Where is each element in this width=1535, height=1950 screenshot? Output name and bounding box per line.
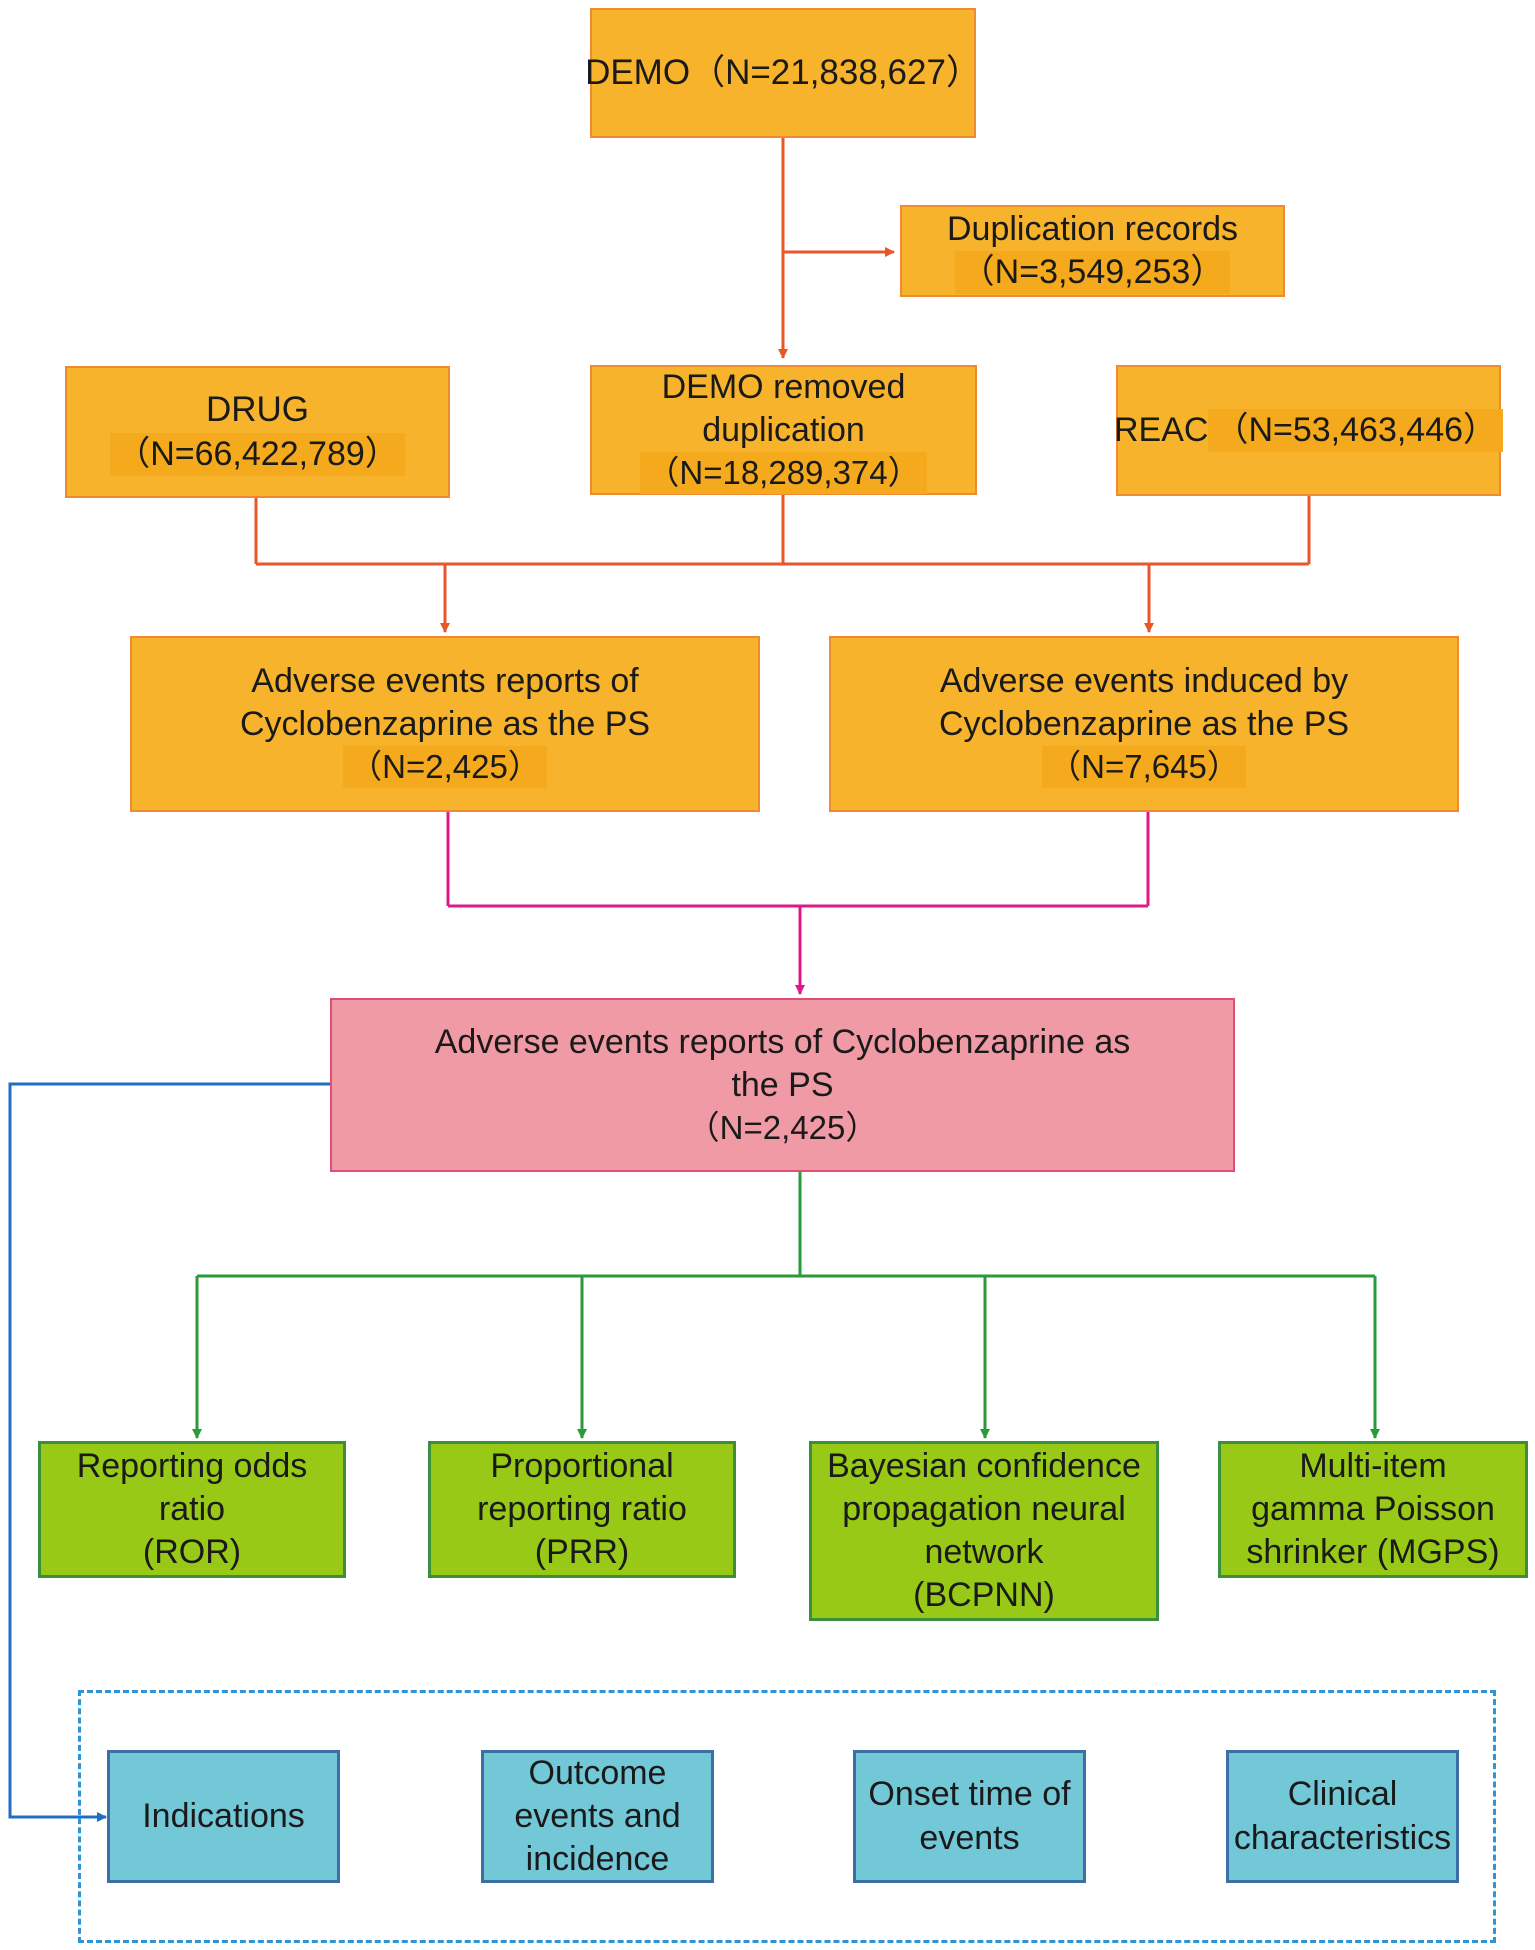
demo-box: DEMO （N=21,838,627）	[585, 8, 981, 138]
method-ror-line3: (ROR)	[142, 1533, 242, 1572]
analysis-group	[78, 1690, 1496, 1943]
demo-removed-count: （N=18,289,374）	[640, 452, 927, 495]
method-ror-box: Reporting odds ratio (ROR)	[38, 1441, 346, 1578]
demo-label: DEMO	[585, 52, 691, 92]
ae-reports-box: Adverse events reports of Cyclobenzaprin…	[130, 636, 760, 812]
reac-box: REAC （N=53,463,446）	[1113, 365, 1504, 496]
drug-count: （N=66,422,789）	[110, 432, 405, 476]
method-prr-line3: (PRR)	[534, 1533, 630, 1572]
combined-line2: the PS	[731, 1066, 834, 1105]
analysis-indications-box: Indications	[107, 1750, 340, 1883]
method-bcpnn-line2: propagation neural	[842, 1489, 1126, 1528]
drug-label: DRUG	[205, 390, 310, 430]
analysis-clinical-line1: Clinical	[1287, 1775, 1398, 1814]
magenta-connectors	[446, 810, 1150, 995]
drug-box: DRUG （N=66,422,789）	[65, 366, 450, 498]
analysis-clinical-line2: characteristics	[1233, 1818, 1452, 1857]
combined-line1: Adverse events reports of Cyclobenzaprin…	[434, 1022, 1131, 1061]
method-bcpnn-line4: (BCPNN)	[913, 1576, 1055, 1615]
ae-reports-count: （N=2,425）	[343, 746, 547, 789]
ae-induced-line2: Cyclobenzaprine as the PS	[938, 705, 1350, 744]
demo-removed-line2: duplication	[702, 411, 865, 450]
method-prr-line1: Proportional	[490, 1446, 674, 1485]
green-connectors	[192, 1172, 1380, 1439]
reac-label: REAC	[1113, 410, 1209, 449]
method-bcpnn-line3: network	[924, 1533, 1044, 1571]
analysis-onset-line1: Onset time of	[868, 1775, 1071, 1814]
analysis-onset-box: Onset time of events	[853, 1750, 1086, 1883]
ae-induced-line1: Adverse events induced by	[939, 661, 1349, 700]
method-mgps-box: Multi-item gamma Poisson shrinker (MGPS)	[1218, 1441, 1528, 1578]
method-ror-line2: ratio	[158, 1489, 226, 1528]
analysis-outcome-line3: incidence	[525, 1840, 670, 1879]
reac-count: （N=53,463,446）	[1208, 408, 1504, 453]
analysis-clinical-box: Clinical characteristics	[1226, 1750, 1459, 1883]
combined-count: （N=2,425）	[686, 1109, 879, 1147]
method-ror-line1: Reporting odds	[76, 1446, 308, 1485]
demo-removed-box: DEMO removed duplication （N=18,289,374）	[590, 365, 977, 495]
analysis-indications-line1: Indications	[142, 1796, 305, 1835]
analysis-onset-line2: events	[919, 1818, 1020, 1857]
analysis-outcome-line1: Outcome	[528, 1753, 667, 1792]
ae-reports-line1: Adverse events reports of	[251, 661, 639, 700]
method-mgps-line2: gamma Poisson	[1251, 1489, 1495, 1528]
duplicates-count: （N=3,549,253）	[954, 251, 1231, 295]
duplicates-box: Duplication records （N=3,549,253）	[900, 205, 1285, 297]
demo-removed-line1: DEMO removed	[661, 367, 906, 406]
method-prr-box: Proportional reporting ratio (PRR)	[428, 1441, 736, 1578]
demo-count: （N=21,838,627）	[690, 52, 981, 92]
method-prr-line2: reporting ratio	[477, 1489, 687, 1528]
ae-induced-count: （N=7,645）	[1042, 746, 1246, 789]
method-bcpnn-box: Bayesian confidence propagation neural n…	[809, 1441, 1159, 1621]
method-bcpnn-line1: Bayesian confidence	[827, 1446, 1141, 1485]
duplicates-label: Duplication records	[946, 209, 1239, 248]
combined-reports-box: Adverse events reports of Cyclobenzaprin…	[330, 998, 1235, 1172]
method-mgps-line1: Multi-item	[1299, 1446, 1447, 1485]
analysis-outcome-line2: events and	[514, 1796, 681, 1835]
method-mgps-line3: shrinker (MGPS)	[1246, 1533, 1500, 1572]
ae-reports-line2: Cyclobenzaprine as the PS	[239, 705, 651, 744]
analysis-outcome-box: Outcome events and incidence	[481, 1750, 714, 1883]
ae-induced-box: Adverse events induced by Cyclobenzaprin…	[829, 636, 1459, 812]
